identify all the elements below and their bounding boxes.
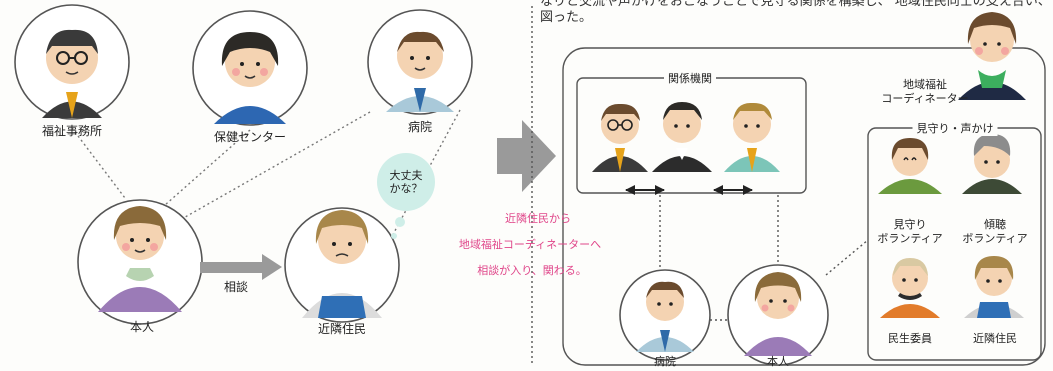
middle-note-line3: 相談が入り、関わる。 [477,264,587,277]
watch-volunteer-icon [878,138,942,194]
listening-volunteer-label-line1: 傾聴 [984,218,1006,231]
self-person-icon-left [98,206,182,312]
left-circles [14,4,473,325]
agency-person-3-icon [724,102,780,172]
thought-bubble [377,153,435,239]
agency-person-2-icon [652,102,712,172]
neighbor-label-right: 近隣住民 [973,332,1017,345]
hospital-label-right: 病院 [654,355,676,368]
welfare-commissioner-icon [880,258,940,318]
neighbor-circle-left [284,207,400,323]
hospital-doctor-icon-right [636,281,694,352]
listening-volunteer-icon [962,134,1022,194]
welfare-office-person-icon [42,29,102,118]
header-text-line1: なりと交流や声かけをおこなうことで見守る関係を構築し、 地域住民同士の支え合い、 [540,0,1051,9]
bubble-line-1: 大丈夫 [389,169,423,182]
big-transition-arrow [497,120,556,192]
self-person-icon-right [744,272,812,356]
watch-volunteer-label-line2: ボランティア [877,232,943,245]
listening-volunteer-label-line2: ボランティア [962,232,1028,245]
health-center-person-icon [214,32,286,124]
agency-person-1-icon [592,103,648,172]
neighbor-person-icon-left [302,210,382,318]
consult-arrow [200,254,282,280]
middle-note-line2: 地域福祉コーディネーターへ [458,238,602,251]
hospital-doctor-icon [386,31,454,112]
hospital-label-left: 病院 [407,120,433,134]
self-label-left: 本人 [129,320,155,334]
header-text-line2: 図った。 [540,10,593,25]
self-label-right: 本人 [767,355,789,368]
neighbor-label-left: 近隣住民 [317,322,367,336]
watch-group-label: 見守り・声かけ [912,122,998,136]
coordinator-label-line2: コーディネーター [881,92,969,105]
health-center-label: 保健センター [213,130,287,144]
watch-volunteer-label-line1: 見守り [893,218,927,231]
coordinator-label-line1: 地域福祉 [903,78,947,91]
related-agencies-label: 関係機関 [664,72,716,86]
welfare-office-label: 福祉事務所 [41,124,103,138]
welfare-commissioner-label: 民生委員 [888,332,932,345]
bubble-line-2: かな？ [389,182,423,195]
bubble-text: 大丈夫 かな？ [390,169,423,195]
consult-label: 相談 [223,280,249,294]
community-outer-frame [562,47,1046,366]
neighbor-icon-right [964,256,1024,318]
coordinator-person-icon [958,12,1026,100]
middle-note-line1: 近隣住民から [505,212,571,225]
left-dotted-lines [71,109,461,241]
